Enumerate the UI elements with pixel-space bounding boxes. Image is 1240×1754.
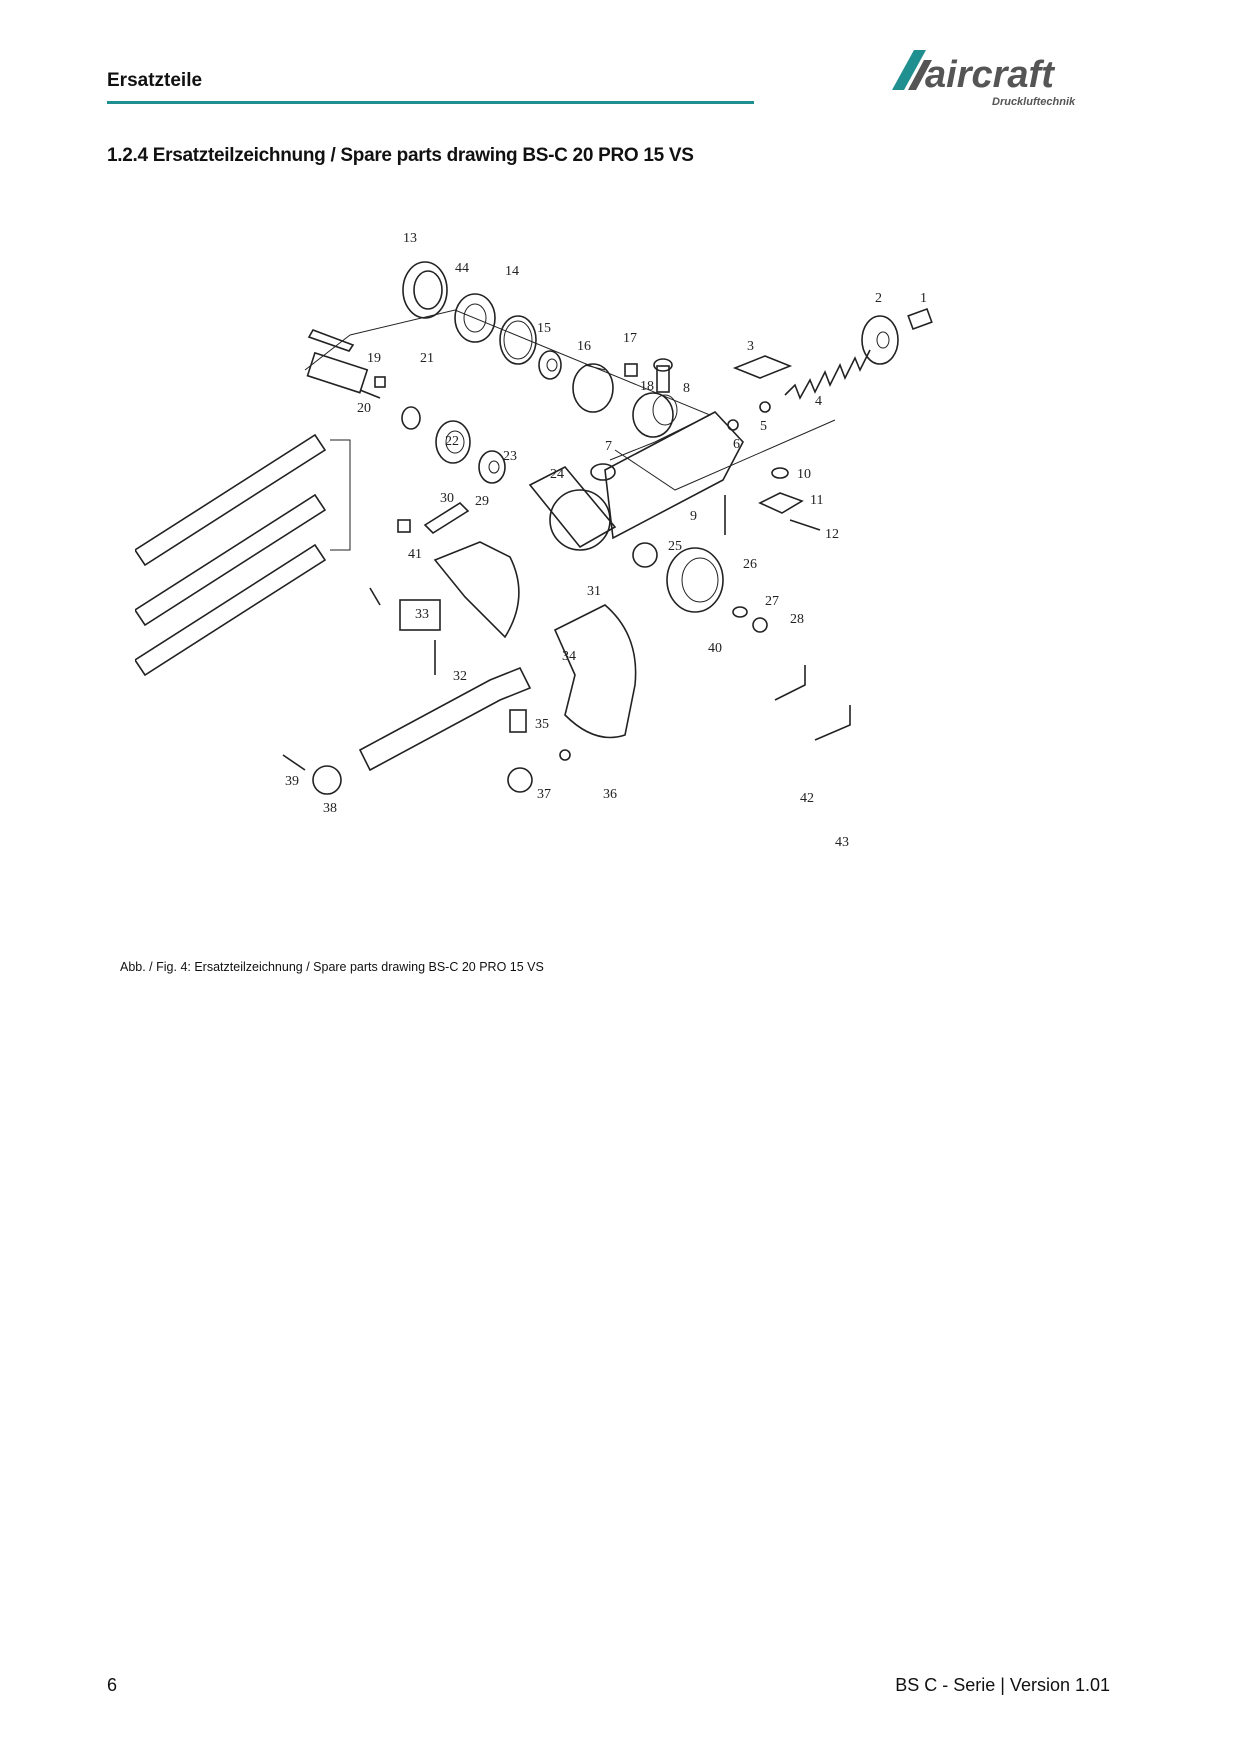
part-10-oring [771, 467, 789, 479]
part-24-bearing [478, 450, 506, 484]
label-40: 40 [708, 641, 722, 656]
label-29: 29 [475, 494, 489, 509]
part-37-roller [507, 767, 533, 793]
label-20: 20 [357, 401, 371, 416]
label-35: 35 [535, 717, 549, 732]
spare-parts-drawing: 1 2 3 4 5 6 7 8 9 10 11 12 13 14 15 16 1… [133, 220, 1035, 920]
part-1-fitting [907, 307, 933, 331]
part-18-housing [632, 392, 678, 438]
part-20-shaft [306, 351, 381, 399]
part-27-washer [732, 606, 748, 618]
label-11: 11 [810, 493, 823, 508]
part-33-screw [369, 587, 381, 606]
section-title: Ersatzteile [107, 70, 203, 91]
part-42-hex-key [774, 665, 806, 701]
label-14: 14 [505, 264, 519, 279]
series-version: BS C - Serie | Version 1.01 [895, 1675, 1110, 1695]
part-2-cap [861, 315, 899, 365]
label-44: 44 [455, 261, 469, 276]
label-25: 25 [668, 539, 682, 554]
part-39-bolt [282, 754, 306, 771]
label-43: 43 [835, 835, 849, 850]
label-28: 28 [790, 612, 804, 627]
label-23: 23 [503, 449, 517, 464]
part-44-washer [454, 293, 496, 343]
part-38-roller [312, 765, 342, 795]
label-36: 36 [603, 787, 617, 802]
part-15-bearing [538, 350, 562, 380]
label-42: 42 [800, 791, 814, 806]
part-26-pulley [666, 547, 724, 613]
part-25-washer [632, 542, 658, 568]
label-33: 33 [415, 607, 429, 622]
label-3: 3 [747, 339, 754, 354]
part-43-hex-key [814, 705, 851, 741]
label-38: 38 [323, 801, 337, 816]
label-31: 31 [587, 584, 601, 599]
label-7: 7 [605, 439, 612, 454]
label-27: 27 [765, 594, 779, 609]
part-8-valve [653, 358, 673, 393]
part-7-housing [528, 411, 744, 551]
part-29-arm [423, 501, 470, 535]
part-23-bearing [435, 420, 471, 464]
part-14-ring [499, 315, 537, 365]
part-19-key [307, 329, 355, 352]
page-number: 6 [107, 1675, 118, 1695]
label-6: 6 [733, 437, 740, 452]
label-16: 16 [577, 339, 591, 354]
label-37: 37 [537, 787, 551, 802]
page-heading: 1.2.4 Ersatzteilzeichnung / Spare parts … [107, 145, 694, 166]
part-3-pad [732, 355, 793, 379]
label-13: 13 [403, 231, 417, 246]
part-28-nut [752, 617, 768, 633]
part-5-screw [759, 401, 771, 413]
aircraft-logo: aircraft Druckluftechnik [880, 42, 1110, 112]
label-18: 18 [640, 379, 654, 394]
label-17: 17 [623, 331, 637, 346]
label-1: 1 [920, 291, 927, 306]
label-30: 30 [440, 491, 454, 506]
label-39: 39 [285, 774, 299, 789]
label-32: 32 [453, 669, 467, 684]
part-block [399, 599, 441, 631]
label-15: 15 [537, 321, 551, 336]
label-24: 24 [550, 467, 564, 482]
label-19: 19 [367, 351, 381, 366]
label-9: 9 [690, 509, 697, 524]
part-6-nut [727, 419, 739, 431]
part-11-lever [758, 492, 804, 514]
logo-wordmark: aircraft [925, 54, 1055, 96]
part-34-arm [358, 666, 532, 772]
label-12: 12 [825, 527, 839, 542]
label-2: 2 [875, 291, 882, 306]
part-41-belts [133, 433, 351, 677]
part-13-nut [402, 261, 448, 319]
part-17-clip [624, 363, 638, 377]
logo-tagline: Druckluftechnik [992, 96, 1076, 108]
part-36-screw [559, 749, 571, 761]
header-rule [107, 101, 754, 104]
label-21: 21 [420, 351, 434, 366]
label-41: 41 [408, 547, 422, 562]
label-5: 5 [760, 419, 767, 434]
figure-caption: Abb. / Fig. 4: Ersatzteilzeichnung / Spa… [120, 960, 544, 974]
part-21-key [374, 376, 386, 388]
part-4-spring [784, 349, 871, 400]
label-22: 22 [445, 434, 459, 449]
part-31-guard [433, 541, 520, 639]
part-35-bracket [509, 709, 527, 733]
label-26: 26 [743, 557, 757, 572]
part-40-cover [553, 604, 637, 739]
label-8: 8 [683, 381, 690, 396]
label-34: 34 [562, 649, 576, 664]
part-22-spacer [401, 406, 421, 430]
part-12-pin [789, 519, 821, 531]
label-10: 10 [797, 467, 811, 482]
part-30-roller [397, 519, 411, 533]
part-16-drum [572, 363, 614, 413]
label-4: 4 [815, 394, 822, 409]
